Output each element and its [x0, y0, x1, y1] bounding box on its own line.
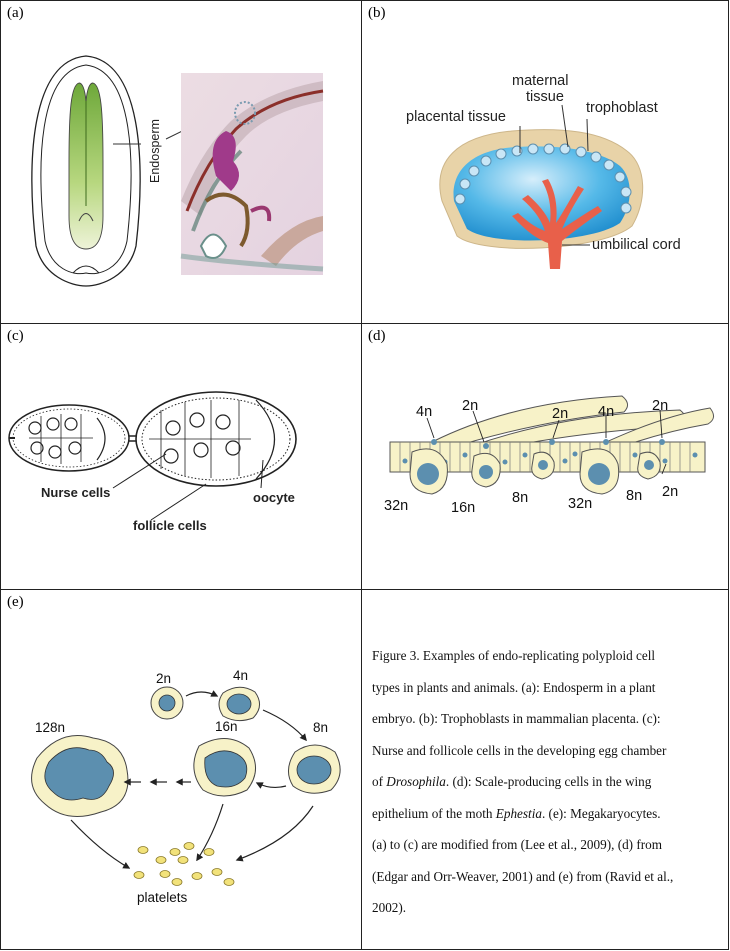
oocyte-label: oocyte [253, 490, 295, 505]
caption-line-7: (a) to (c) are modified from (Lee et al.… [372, 837, 662, 852]
panel-c-label: (c) [7, 328, 24, 344]
ploidy-label-16n: 16n [215, 719, 238, 734]
ploidy-label-8n-left: 8n [512, 490, 528, 506]
caption-line-4: Nurse and follicole cells in the develop… [372, 742, 667, 758]
endosperm-label: Endosperm [148, 119, 162, 183]
trophoblast-label: trophoblast [586, 100, 658, 116]
caption-line-5b: . (d): Scale-producing cells in the wing [445, 774, 652, 789]
caption-drosophila: Drosophila [386, 774, 446, 789]
ploidy-label-4n-left: 4n [416, 404, 432, 420]
megakaryocyte-diagram: 2n 4n 128n 16n 8n platelets [31, 668, 341, 905]
caption-ephestia: Ephestia [495, 805, 542, 821]
placenta-diagram: maternal tissue trophoblast placental ti… [406, 73, 681, 269]
caption-line-6a: epithelium of the moth [372, 805, 496, 821]
ploidy-label-32n-left: 32n [384, 498, 408, 514]
ploidy-label-2n-4: 2n [662, 484, 678, 500]
egg-chamber-diagram: Nurse cells oocyte follicle cells [8, 391, 297, 533]
panel-b: (b) maternal tissue trophoblast placenta… [361, 0, 729, 323]
ploidy-label-8n: 8n [313, 720, 328, 735]
figure-caption: Figure 3. Examples of endo-replicating p… [372, 640, 722, 924]
caption-cell: Figure 3. Examples of endo-replicating p… [361, 589, 729, 950]
placental-tissue-label: placental tissue [406, 109, 506, 125]
panel-a: (a) Endosperm [0, 0, 361, 323]
caption-line-5a: of [372, 774, 387, 789]
ploidy-label-128n: 128n [35, 720, 65, 735]
caption-line-2: types in plants and animals. (a): Endosp… [372, 679, 656, 695]
seed-diagram: Endosperm [31, 55, 324, 287]
panel-d-label: (d) [368, 328, 386, 344]
ploidy-label-4n-right: 4n [598, 404, 614, 420]
panel-d: (d) [361, 323, 729, 589]
platelets-label: platelets [137, 890, 188, 905]
ploidy-label-2n-1: 2n [462, 398, 478, 414]
panel-a-label: (a) [7, 5, 24, 21]
umbilical-cord-label: umbilical cord [592, 237, 681, 253]
caption-line-1: Figure 3. Examples of endo-replicating p… [372, 648, 656, 663]
panel-e-label: (e) [7, 594, 24, 610]
panel-b-label: (b) [368, 5, 386, 21]
caption-line-6b: . (e): Megakaryocytes. [541, 805, 661, 821]
caption-line-3: embryo. (b): Trophoblasts in mammalian p… [372, 711, 661, 726]
panel-c: (c) Nurse cells oocyte follicle cells [0, 323, 361, 589]
maternal-label-line1: maternal [512, 73, 568, 89]
panel-e: (e) [0, 589, 361, 950]
micrograph-image [180, 73, 324, 275]
follicle-cells-label: follicle cells [133, 518, 207, 533]
ploidy-label-2n: 2n [156, 671, 171, 686]
wing-epithelium-diagram: 4n 2n 2n 4n 2n 32n 16n 8n 32n 8n 2n [384, 395, 714, 516]
ploidy-label-8n-right: 8n [626, 488, 642, 504]
ploidy-label-2n-2: 2n [552, 406, 568, 422]
maternal-label-line2: tissue [526, 89, 564, 105]
ploidy-label-16n: 16n [451, 500, 475, 516]
nurse-cells-label: Nurse cells [41, 485, 110, 500]
ploidy-label-32n-right: 32n [568, 496, 592, 512]
caption-line-9: 2002). [372, 900, 407, 915]
caption-line-8: (Edgar and Orr-Weaver, 2001) and (e) fro… [372, 868, 674, 884]
ploidy-label-2n-3: 2n [652, 398, 668, 414]
ploidy-label-4n: 4n [233, 668, 248, 683]
